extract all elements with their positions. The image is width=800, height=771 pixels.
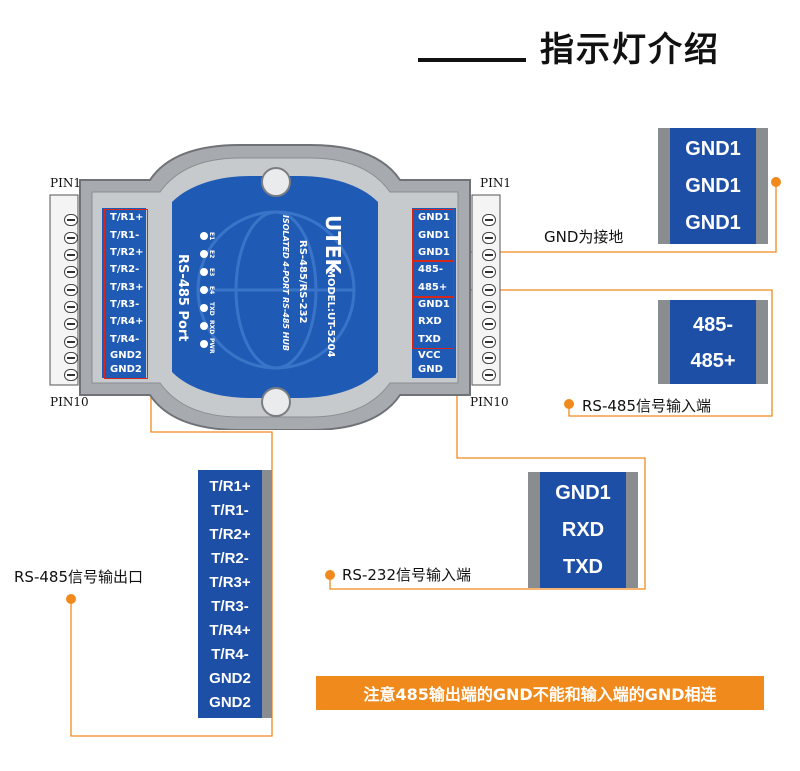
left-pin-label: T/R3+	[110, 282, 144, 293]
left-pin-label: GND2	[110, 364, 142, 375]
gnd-panel-label: GND1	[685, 212, 741, 234]
rs232-marker-dot	[325, 570, 335, 580]
right-pin-label: TXD	[418, 334, 441, 345]
terminal-screw	[64, 232, 78, 244]
rs485-output-panel: T/R1+ T/R1- T/R2+ T/R2- T/R3+ T/R3- T/R4…	[198, 470, 272, 718]
led-label: E3	[208, 268, 215, 277]
product-line-1: RS-485/RS-232	[297, 240, 308, 324]
terminal-screw	[64, 214, 78, 226]
left-pin-label: T/R2-	[110, 264, 140, 275]
right-pin-label: VCC	[418, 350, 441, 361]
led-label: RXD	[208, 320, 215, 335]
left-pin-label: GND2	[110, 350, 142, 361]
rs485-input-panel: 485- 485+	[658, 300, 768, 384]
brand-logo: UTEK	[321, 215, 345, 275]
rs485-output-label: T/R2-	[211, 550, 249, 567]
right-pin-label: GND1	[418, 299, 450, 310]
terminal-screw	[64, 369, 78, 381]
pin10-left-label: PIN10	[50, 395, 89, 409]
terminal-screw	[64, 301, 78, 313]
rs485-output-label: GND2	[209, 694, 251, 711]
rs232-panel-label: TXD	[563, 556, 603, 578]
terminal-screw	[64, 336, 78, 348]
led-label: E1	[208, 232, 215, 241]
terminal-screw	[482, 301, 496, 313]
right-pin-label: 485+	[418, 282, 448, 293]
terminal-screw	[64, 266, 78, 278]
rs485-output-label: T/R3+	[209, 574, 251, 591]
led-label: E2	[208, 250, 215, 259]
rs232-panel: GND1 RXD TXD	[528, 472, 638, 588]
rs485-output-label: T/R2+	[209, 526, 251, 543]
rs485-output-label: T/R1-	[211, 502, 249, 519]
pin1-right-label: PIN1	[480, 176, 511, 190]
rs485-input-marker-dot	[564, 399, 574, 409]
rs485-input-highlight	[412, 261, 454, 297]
rs485-output-label: T/R4+	[209, 622, 251, 639]
rs485-output-label: GND2	[209, 670, 251, 687]
pin1-left-label: PIN1	[50, 176, 81, 190]
gnd-caption: GND为接地	[544, 228, 624, 246]
gnd-marker-dot	[771, 177, 781, 187]
led-label: TXD	[208, 302, 215, 316]
rs485-input-label: 485+	[690, 350, 736, 372]
rs485-output-caption: RS-485信号输出口	[14, 568, 143, 586]
pin10-right-label: PIN10	[470, 395, 509, 409]
rs485-output-label: T/R1+	[209, 478, 251, 495]
product-line-2: ISOLATED 4-PORT RS-485 HUB	[281, 215, 290, 352]
rs485-output-label: T/R4-	[211, 646, 249, 663]
right-pin-label: GND1	[418, 212, 450, 223]
gnd-panel-label: GND1	[685, 138, 741, 160]
terminal-screw	[64, 352, 78, 364]
terminal-screw	[482, 266, 496, 278]
right-pin-label: GND1	[418, 247, 450, 258]
led-label: E4	[208, 286, 215, 295]
right-pin-label: RXD	[418, 316, 442, 327]
rs232-caption: RS-232信号输入端	[342, 566, 471, 584]
right-pin-label: GND1	[418, 230, 450, 241]
left-pin-label: T/R2+	[110, 247, 144, 258]
title-underline	[418, 58, 526, 62]
rs485-output-highlight	[104, 209, 148, 379]
led-label: PWR	[208, 338, 215, 354]
rs232-panel-label: GND1	[555, 482, 611, 504]
terminal-screw	[482, 336, 496, 348]
left-pin-label: T/R1+	[110, 212, 144, 223]
terminal-screw	[482, 214, 496, 226]
terminal-screw	[64, 318, 78, 330]
page-title: 指示灯介绍	[540, 30, 720, 70]
rs485-output-label: T/R3-	[211, 598, 249, 615]
terminal-screw	[482, 369, 496, 381]
rs485-input-label: 485-	[692, 314, 734, 336]
rs232-highlight	[412, 297, 454, 349]
rs232-panel-label: RXD	[561, 519, 605, 541]
rs485-output-marker-dot	[66, 594, 76, 604]
left-pin-label: T/R3-	[110, 299, 140, 310]
terminal-screw	[64, 284, 78, 296]
gnd-panel: GND1 GND1 GND1	[658, 128, 768, 244]
left-pin-label: T/R4-	[110, 334, 140, 345]
warning-note: 注意485输出端的GND不能和输入端的GND相连	[316, 676, 764, 710]
rs485-input-caption: RS-485信号输入端	[582, 397, 711, 415]
terminal-screw	[64, 249, 78, 261]
terminal-screw	[482, 318, 496, 330]
right-pin-label: GND	[418, 364, 443, 375]
converter-device	[49, 144, 501, 430]
terminal-screw	[482, 232, 496, 244]
left-pin-label: T/R1-	[110, 230, 140, 241]
port-name: RS-485 Port	[175, 254, 190, 342]
left-pin-label: T/R4+	[110, 316, 144, 327]
terminal-screw	[482, 352, 496, 364]
gnd-highlight	[412, 209, 454, 261]
model-text: MODEL:UT-5204	[325, 268, 336, 358]
right-pin-label: 485-	[418, 264, 444, 275]
terminal-screw	[482, 284, 496, 296]
terminal-screw	[482, 249, 496, 261]
gnd-panel-label: GND1	[685, 175, 741, 197]
